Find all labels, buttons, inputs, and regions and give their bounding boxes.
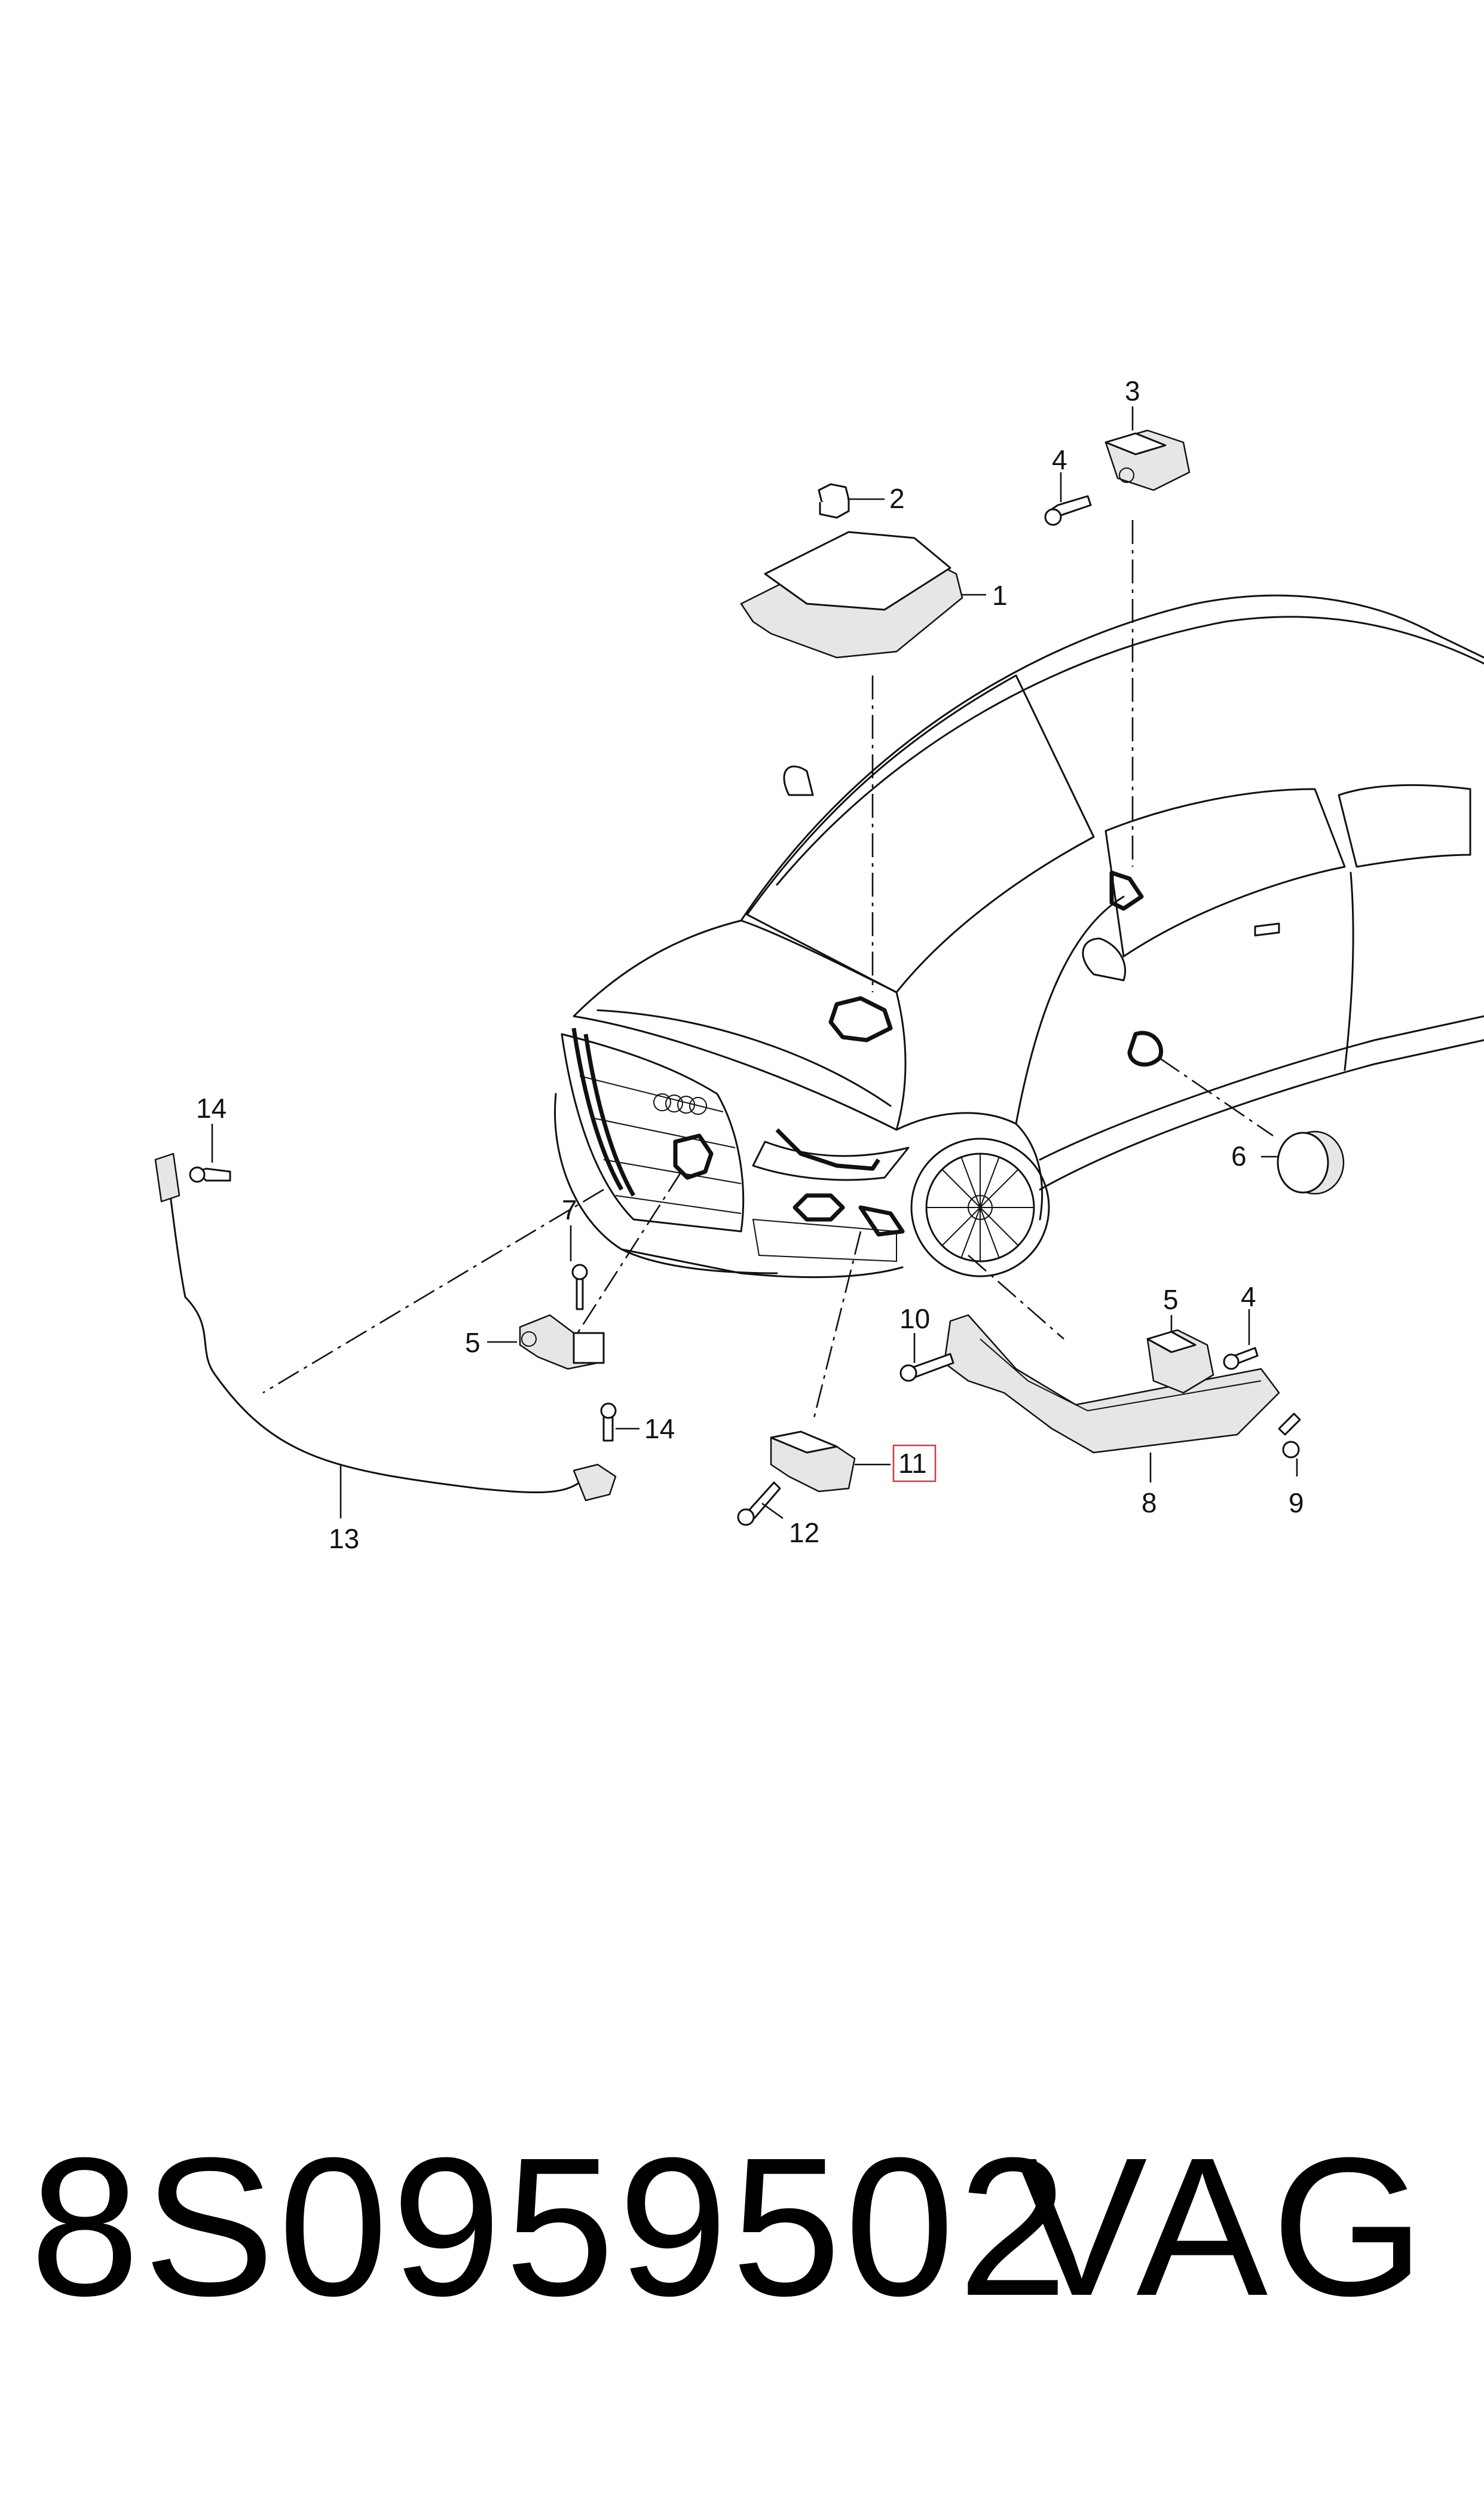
parts-diagram: 1 2 3 4 6 14 7 5 14 13 12 10 5 4 8 9 11 <box>154 375 1484 1554</box>
part-14-clip-right <box>600 1402 640 1442</box>
part-4-bolt-top <box>1044 472 1092 526</box>
wheel-spokes <box>926 1154 1034 1261</box>
part-13-cable <box>154 1152 617 1518</box>
part-12-bolt <box>737 1481 784 1526</box>
part-2-nut <box>818 483 885 519</box>
part-number: 8S0959502 <box>30 2116 1072 2337</box>
callout-1: 1 <box>992 580 1008 611</box>
dashed-leaders <box>262 520 1274 1423</box>
callout-10: 10 <box>899 1303 930 1334</box>
callout-labels: 1 2 3 4 6 14 7 5 14 13 12 10 5 4 8 9 11 <box>196 375 1304 1554</box>
part-3-sensor <box>1104 406 1191 491</box>
callout-5-left: 5 <box>465 1327 481 1358</box>
callout-8: 8 <box>1142 1487 1157 1518</box>
callout-3: 3 <box>1125 375 1140 406</box>
callout-4-right: 4 <box>1241 1281 1256 1312</box>
part-6-cap <box>1261 1130 1345 1195</box>
part-9-screw <box>1278 1413 1301 1476</box>
part-7-bolt-left <box>570 1225 588 1310</box>
footer: 8S0959502 VAG <box>30 2128 1464 2379</box>
callout-14-right: 14 <box>644 1413 675 1444</box>
brand-name: VAG <box>1015 2116 1428 2337</box>
callout-11: 11 <box>898 1448 927 1479</box>
brand-rings-logo <box>653 1093 707 1115</box>
callout-2: 2 <box>889 483 905 514</box>
callout-14-left: 14 <box>196 1093 227 1124</box>
part-5-sensor-left <box>487 1314 605 1370</box>
callout-5-right: 5 <box>1163 1284 1179 1315</box>
callout-13: 13 <box>329 1523 359 1554</box>
callout-7: 7 <box>562 1194 577 1225</box>
callout-9: 9 <box>1289 1487 1304 1518</box>
part-1-control-unit <box>740 531 986 659</box>
part-8-mount-bracket <box>943 1314 1280 1482</box>
car-body <box>554 594 1484 1279</box>
part-4-bolt-right <box>1223 1309 1259 1370</box>
part-11-bracket <box>770 1430 891 1493</box>
callout-6: 6 <box>1231 1141 1247 1172</box>
callout-4-top: 4 <box>1052 444 1067 475</box>
part-14-clip-left <box>189 1124 231 1183</box>
part-10-screw <box>899 1333 954 1382</box>
part-5-sensor-right <box>1146 1315 1214 1394</box>
callout-12: 12 <box>789 1517 819 1548</box>
callout-11-highlighted: 11 <box>892 1444 937 1482</box>
sensor-location-marks <box>571 870 1164 1237</box>
